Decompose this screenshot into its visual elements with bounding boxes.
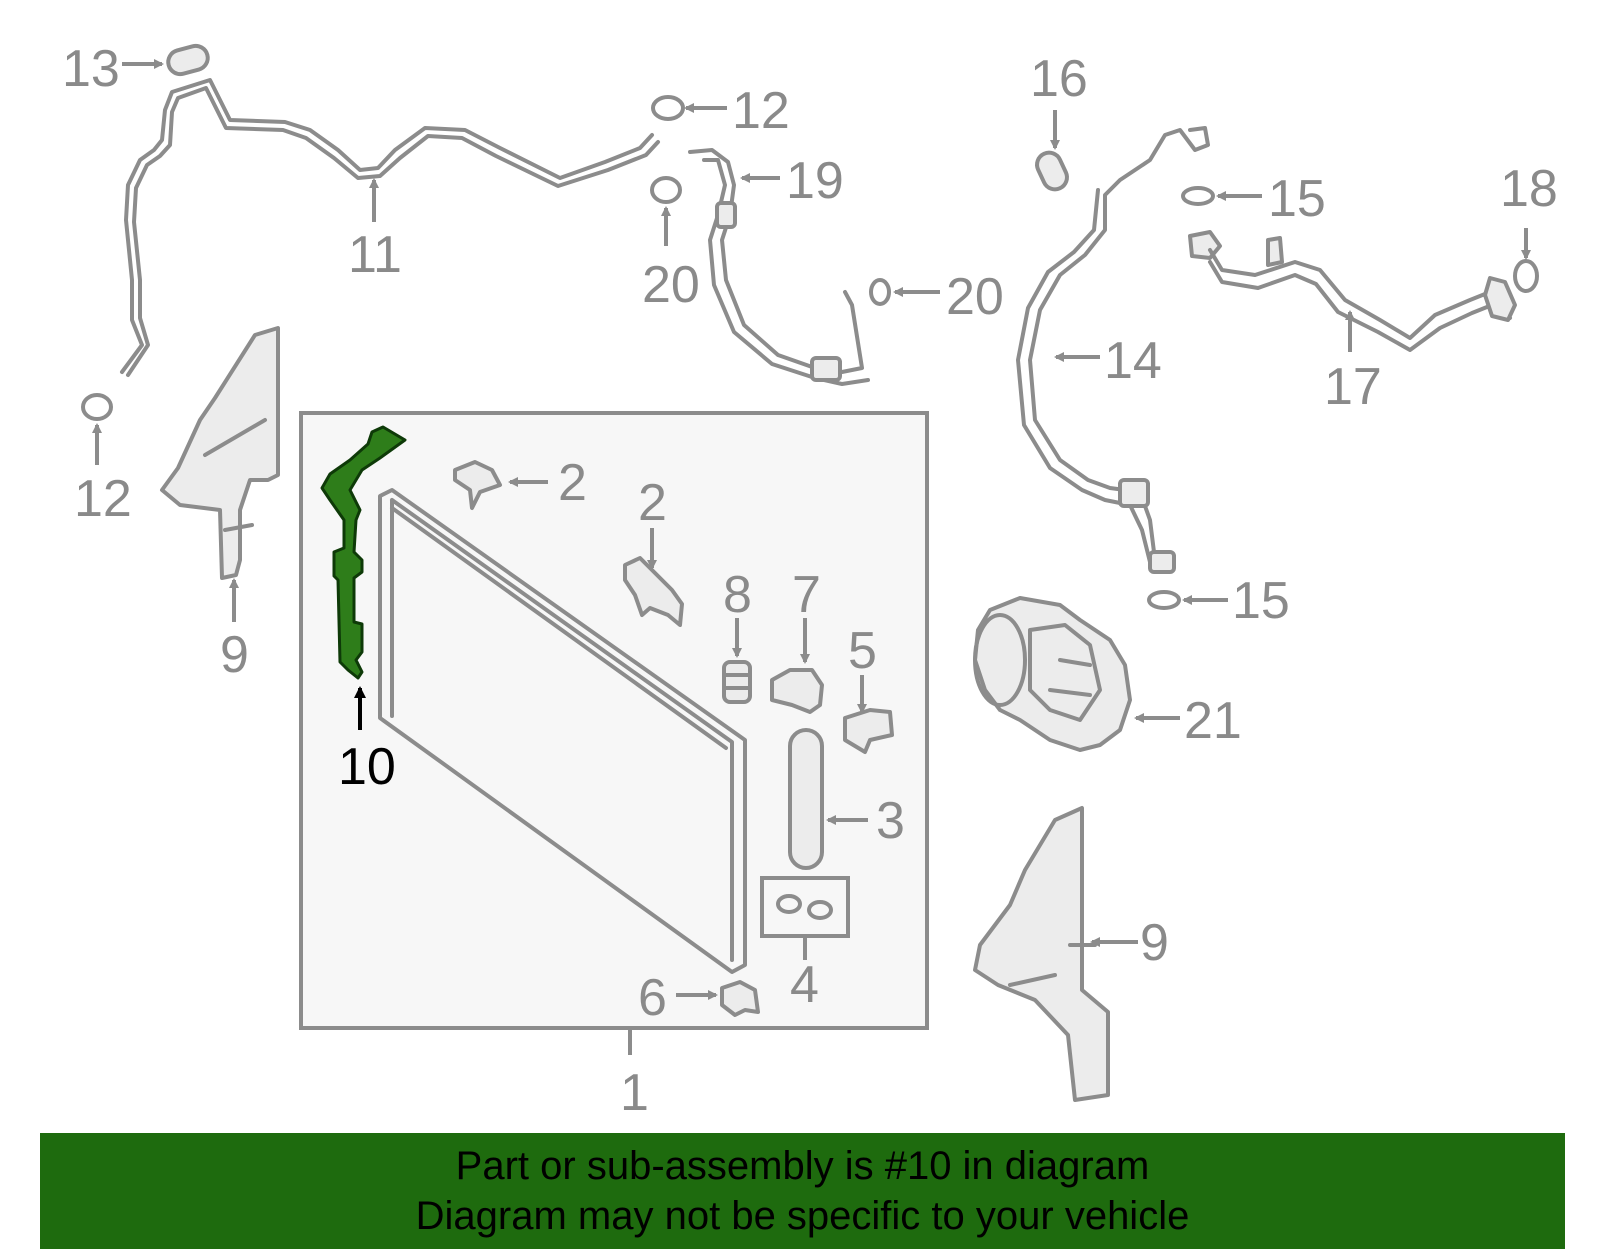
part-5-bracket	[843, 708, 894, 754]
part-12-o-ring-left	[81, 393, 113, 421]
callout-14: 14	[1104, 332, 1162, 390]
callout-12-top: 12	[732, 82, 790, 140]
part-11-pipe	[120, 78, 660, 377]
part-21-compressor	[973, 596, 1132, 752]
part-9-air-guide-left	[160, 326, 280, 580]
part-12-o-ring-top	[651, 95, 685, 121]
part-17-pipe	[1188, 230, 1517, 352]
callout-6: 6	[638, 969, 667, 1027]
callout-7: 7	[792, 566, 821, 624]
part-7-cap	[770, 668, 824, 714]
callout-8: 8	[723, 566, 752, 624]
callout-13: 13	[62, 40, 120, 98]
part-10-pipe-highlight	[320, 425, 407, 680]
callout-1: 1	[620, 1064, 649, 1122]
callout-9-right: 9	[1140, 914, 1169, 972]
part-2-bracket-b	[623, 556, 684, 627]
callout-21: 21	[1184, 692, 1242, 750]
callout-19: 19	[786, 152, 844, 210]
part-9-air-guide-right	[973, 806, 1110, 1102]
callout-5: 5	[848, 622, 877, 680]
part-14-hose	[1016, 126, 1210, 574]
part-info-banner: Part or sub-assembly is #10 in diagram D…	[40, 1133, 1565, 1249]
part-15-o-ring-bottom	[1147, 590, 1181, 610]
part-2-bracket-a	[453, 460, 502, 510]
part-19-hose	[688, 148, 870, 386]
banner-line-part: Part or sub-assembly is #10 in diagram	[455, 1144, 1150, 1188]
banner-line-disclaimer: Diagram may not be specific to your vehi…	[415, 1194, 1190, 1238]
part-13-cap	[166, 43, 210, 77]
callout-20-a: 20	[642, 256, 700, 314]
part-3-receiver-drier	[788, 728, 824, 870]
callout-4: 4	[790, 956, 819, 1014]
callout-2-a: 2	[558, 454, 587, 512]
callout-2-b: 2	[638, 474, 667, 532]
callout-3: 3	[876, 792, 905, 850]
callout-12-left: 12	[74, 470, 132, 528]
callout-15-top: 15	[1268, 170, 1326, 228]
part-20-o-ring-a	[650, 176, 682, 204]
callout-18: 18	[1500, 160, 1558, 218]
callout-9-left: 9	[220, 626, 249, 684]
part-4-seal-plate	[760, 876, 850, 938]
part-18-o-ring	[1513, 259, 1539, 293]
part-15-o-ring-top	[1181, 186, 1215, 206]
part-8-drain-plug	[722, 660, 752, 704]
callout-17: 17	[1324, 358, 1382, 416]
part-6-bracket	[720, 980, 760, 1017]
callout-15-bottom: 15	[1232, 572, 1290, 630]
part-20-o-ring-b	[869, 278, 891, 306]
callout-20-b: 20	[946, 268, 1004, 326]
callout-11: 11	[348, 226, 402, 284]
condenser-core	[378, 488, 747, 974]
part-16-cap	[1035, 150, 1069, 192]
callout-16: 16	[1030, 50, 1088, 108]
callout-10: 10	[338, 738, 396, 796]
